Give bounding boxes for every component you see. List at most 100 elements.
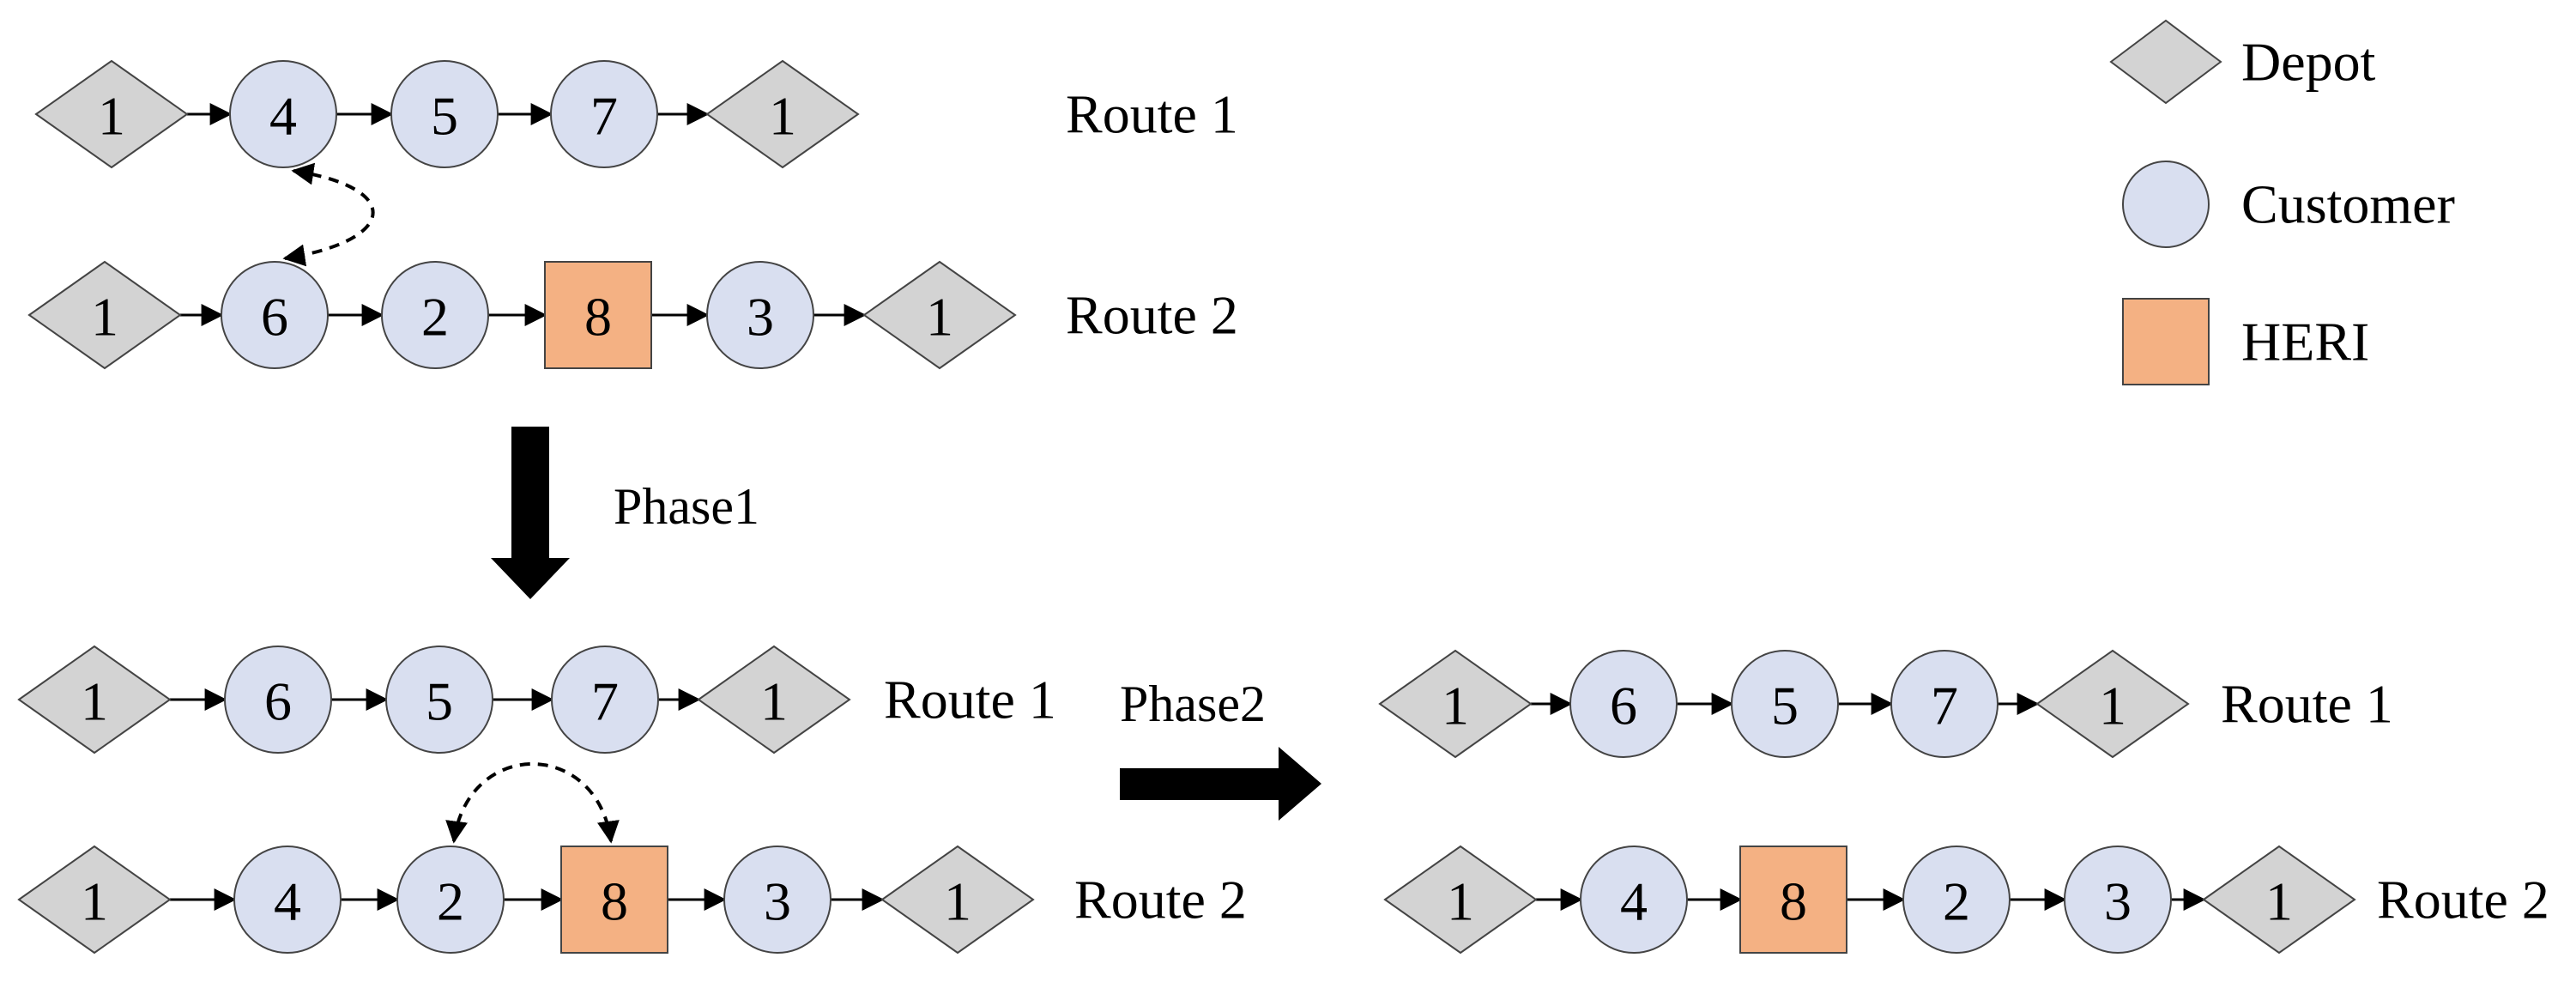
heri-node: 8 <box>1739 846 1847 954</box>
customer-circle <box>1890 650 1999 758</box>
depot-node: 1 <box>880 845 1035 955</box>
heri-square <box>1739 846 1847 954</box>
node-id: 5 <box>431 86 458 147</box>
customer-circle <box>224 646 332 754</box>
customer-circle <box>390 60 499 168</box>
customer-node: 3 <box>706 261 814 369</box>
depot-diamond <box>697 645 851 755</box>
customer-node: 6 <box>221 261 329 369</box>
customer-node: 4 <box>1580 846 1688 954</box>
depot-node: 1 <box>17 845 172 955</box>
legend-item-customer: Customer <box>2122 161 2455 248</box>
node-id: 5 <box>1771 676 1799 736</box>
node-id: 2 <box>437 871 464 932</box>
customer-circle <box>233 846 342 954</box>
legend-label: Depot <box>2241 32 2376 93</box>
node-id: 6 <box>264 671 292 732</box>
customer-node: 5 <box>1731 650 1839 758</box>
legend-item-heri: HERI <box>2122 298 2369 385</box>
customer-node: 4 <box>233 846 342 954</box>
customer-node: 5 <box>390 60 499 168</box>
node-id: 3 <box>747 287 774 348</box>
depot-diamond <box>27 260 182 370</box>
customer-node: 6 <box>224 646 332 754</box>
depot-diamond <box>705 59 860 169</box>
customer-circle <box>550 60 658 168</box>
node-id: 3 <box>2104 871 2132 932</box>
node-id: 1 <box>944 871 971 932</box>
depot-node: 1 <box>2035 649 2190 759</box>
route-label: Route 1 <box>2221 674 2393 735</box>
down-arrow-icon <box>491 427 570 599</box>
route-label: Route 2 <box>1066 285 1238 346</box>
customer-node: 7 <box>550 60 658 168</box>
customer-node: 4 <box>229 60 337 168</box>
node-id: 1 <box>769 86 796 147</box>
phase1-arrow: Phase1 <box>491 427 759 599</box>
route-label: Route 1 <box>1066 84 1238 145</box>
depot-node: 1 <box>34 59 189 169</box>
node-id: 8 <box>601 871 628 932</box>
legend-label: HERI <box>2241 312 2369 373</box>
node-id: 7 <box>590 86 618 147</box>
depot-node: 1 <box>1378 649 1533 759</box>
customer-circle <box>723 846 831 954</box>
depot-node: 1 <box>27 260 182 370</box>
depot-diamond <box>34 59 189 169</box>
route-row: 1 4 2 8 3 1 Route 2 <box>17 845 1247 955</box>
customer-circle <box>1731 650 1839 758</box>
node-id: 2 <box>1943 871 1970 932</box>
legend-label: Customer <box>2241 174 2455 235</box>
customer-node: 7 <box>551 646 659 754</box>
route-label: Route 1 <box>884 670 1056 730</box>
customer-node: 5 <box>385 646 493 754</box>
node-id: 7 <box>591 671 619 732</box>
route-label: Route 2 <box>1074 870 1247 930</box>
route-row: 1 6 5 7 1 Route 1 <box>1378 649 2393 759</box>
depot-node: 1 <box>2202 845 2356 955</box>
depot-diamond <box>1378 649 1533 759</box>
heri-icon <box>2122 298 2210 385</box>
node-id: 7 <box>1931 676 1958 736</box>
node-id: 1 <box>1447 871 1474 932</box>
customer-circle <box>2064 846 2172 954</box>
depot-diamond <box>17 845 172 955</box>
depot-diamond <box>2035 649 2190 759</box>
node-id: 1 <box>98 86 125 147</box>
heri-node: 8 <box>560 846 668 954</box>
customer-circle <box>381 261 489 369</box>
customer-circle <box>551 646 659 754</box>
depot-diamond <box>1383 845 1538 955</box>
customer-circle <box>1569 650 1678 758</box>
customer-node: 3 <box>2064 846 2172 954</box>
route-row: 1 4 5 7 1 Route 1 <box>34 59 1238 169</box>
swap-arrow <box>445 762 620 844</box>
customer-icon <box>2122 161 2210 248</box>
customer-circle <box>396 846 505 954</box>
customer-circle <box>221 261 329 369</box>
customer-node: 2 <box>396 846 505 954</box>
swap-arrows-layer <box>282 162 620 844</box>
node-id: 1 <box>91 287 118 348</box>
customer-node: 2 <box>1902 846 2011 954</box>
depot-icon <box>2109 19 2222 105</box>
node-id: 3 <box>764 871 791 932</box>
node-id: 6 <box>1610 676 1637 736</box>
panel-after-phase1: 1 6 5 7 1 Route 1 1 4 2 8 3 1 Route 2 <box>17 645 1247 955</box>
route-label: Route 2 <box>2377 870 2549 930</box>
node-id: 1 <box>1442 676 1469 736</box>
node-id: 1 <box>81 871 108 932</box>
customer-node: 3 <box>723 846 831 954</box>
phase2-arrow: Phase2 <box>1120 676 1321 821</box>
customer-circle <box>706 261 814 369</box>
customer-circle <box>1580 846 1688 954</box>
depot-node: 1 <box>17 645 172 755</box>
